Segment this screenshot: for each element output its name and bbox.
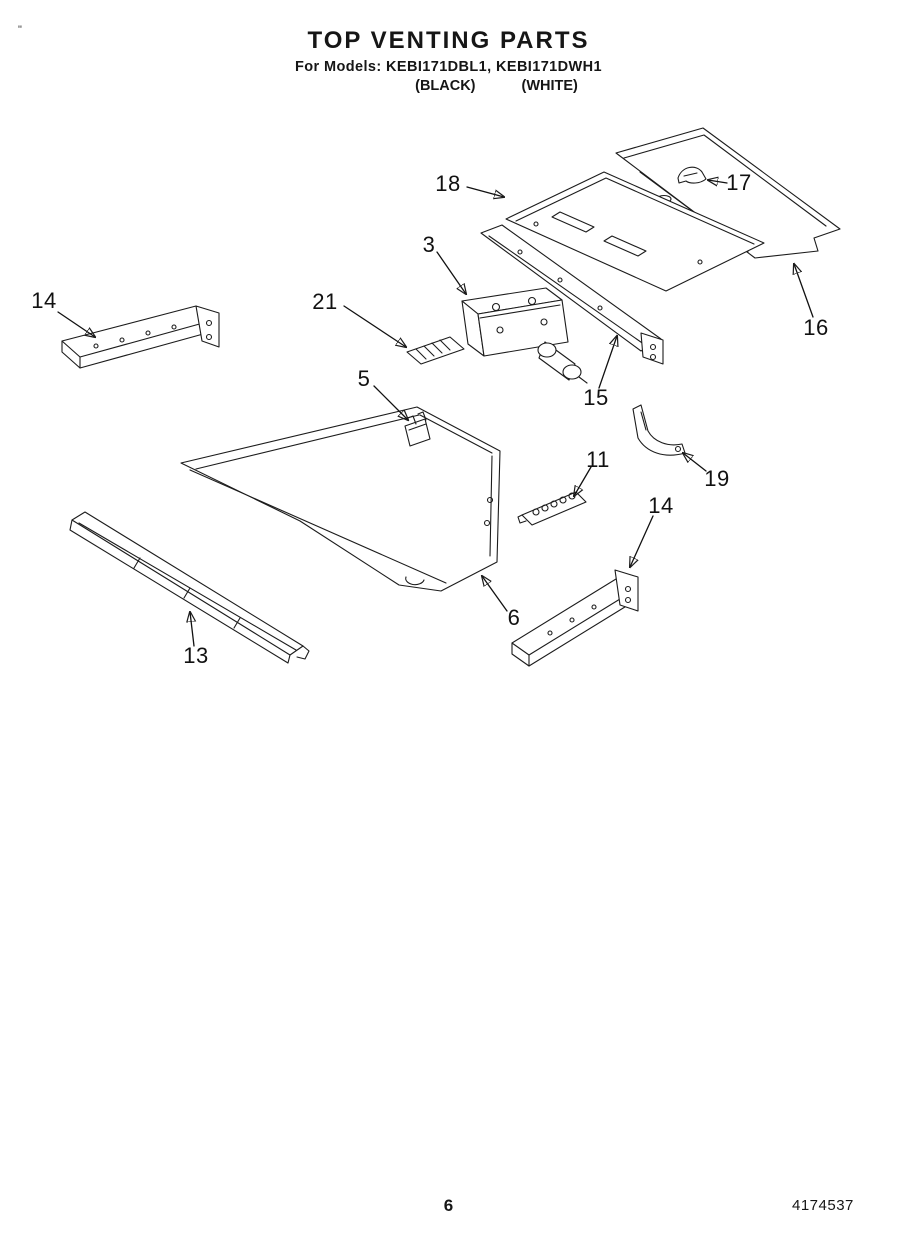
page-number: 6 bbox=[443, 1196, 454, 1215]
callout-part-16: 16 bbox=[803, 315, 829, 340]
clip-17 bbox=[677, 166, 707, 184]
callout-part-3: 3 bbox=[422, 232, 436, 257]
callout-part-21: 21 bbox=[312, 289, 338, 314]
fan-assembly-3 bbox=[461, 287, 588, 384]
callout-part-18: 18 bbox=[435, 171, 461, 196]
terminal-strip-11 bbox=[517, 491, 587, 526]
finish-black-label: (BLACK) bbox=[415, 78, 476, 95]
document-number: 4174537 bbox=[792, 1197, 854, 1214]
vent-panel-6 bbox=[180, 406, 501, 592]
models-line: For Models: KEBI171DBL1, KEBI171DWH1 bbox=[295, 59, 602, 75]
spacer-21 bbox=[406, 336, 465, 365]
callout-part-5: 5 bbox=[357, 366, 371, 391]
vent-panel-18 bbox=[505, 171, 765, 292]
page-title: TOP VENTING PARTS bbox=[307, 27, 590, 54]
trim-rail-13 bbox=[69, 511, 310, 664]
callout-part-14-left: 14 bbox=[31, 288, 57, 313]
callout-part-17: 17 bbox=[726, 170, 752, 195]
leader-arrows bbox=[57, 180, 814, 647]
callout-part-19: 19 bbox=[704, 466, 730, 491]
callout-part-15: 15 bbox=[583, 385, 609, 410]
finish-labels: (BLACK) (WHITE) bbox=[48, 77, 897, 95]
bracket-19 bbox=[632, 404, 686, 456]
callout-part-13: 13 bbox=[183, 643, 209, 668]
page-header: TOP VENTING PARTS For Models: KEBI171DBL… bbox=[0, 26, 897, 95]
finish-white-label: (WHITE) bbox=[521, 78, 578, 95]
bracket-5 bbox=[404, 411, 431, 447]
callout-part-6: 6 bbox=[507, 605, 521, 630]
side-bracket-14-left bbox=[61, 305, 220, 369]
callout-part-14-right: 14 bbox=[648, 493, 674, 518]
scan-artifact-mark: " bbox=[18, 24, 22, 36]
side-bracket-14-right bbox=[511, 569, 639, 667]
callout-part-11: 11 bbox=[586, 447, 610, 472]
mounting-bracket-15 bbox=[480, 224, 664, 365]
